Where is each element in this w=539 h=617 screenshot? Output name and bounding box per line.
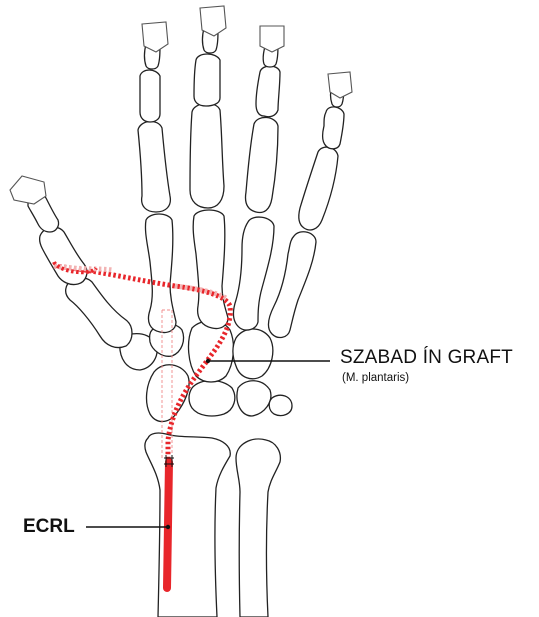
thumb-metacarpal xyxy=(66,278,132,348)
triquetrum-bone xyxy=(237,381,271,416)
index-middle-phalanx xyxy=(140,70,160,122)
middle-metacarpal xyxy=(193,210,228,329)
scaphoid-bone xyxy=(147,365,190,422)
lunate-bone xyxy=(189,381,235,417)
index-proximal-phalanx xyxy=(138,121,170,212)
graft-sublabel: (M. plantaris) xyxy=(342,372,409,384)
ring-nail xyxy=(260,26,284,52)
thumb-proximal-phalanx xyxy=(40,227,87,284)
index-nail xyxy=(142,22,168,52)
little-metacarpal xyxy=(268,232,316,338)
ulna-bone xyxy=(236,439,280,617)
graft-leader-dot xyxy=(206,359,210,363)
pisiform-bone xyxy=(269,395,292,415)
graft-label: SZABAD ÍN GRAFT xyxy=(340,347,513,369)
thumb-nail xyxy=(10,176,46,204)
middle-proximal-phalanx xyxy=(190,103,224,208)
ecrl-leader-dot xyxy=(166,525,170,529)
ring-middle-phalanx xyxy=(256,66,280,117)
little-proximal-phalanx xyxy=(299,147,338,230)
ring-proximal-phalanx xyxy=(245,117,278,212)
hamate-bone xyxy=(233,329,273,379)
radius-bone xyxy=(145,433,230,617)
index-metacarpal xyxy=(145,214,176,333)
ecrl-label: ECRL xyxy=(23,516,75,538)
middle-middle-phalanx xyxy=(194,54,220,106)
ring-metacarpal xyxy=(233,217,274,330)
little-middle-phalanx xyxy=(323,107,344,149)
middle-nail xyxy=(200,6,226,36)
